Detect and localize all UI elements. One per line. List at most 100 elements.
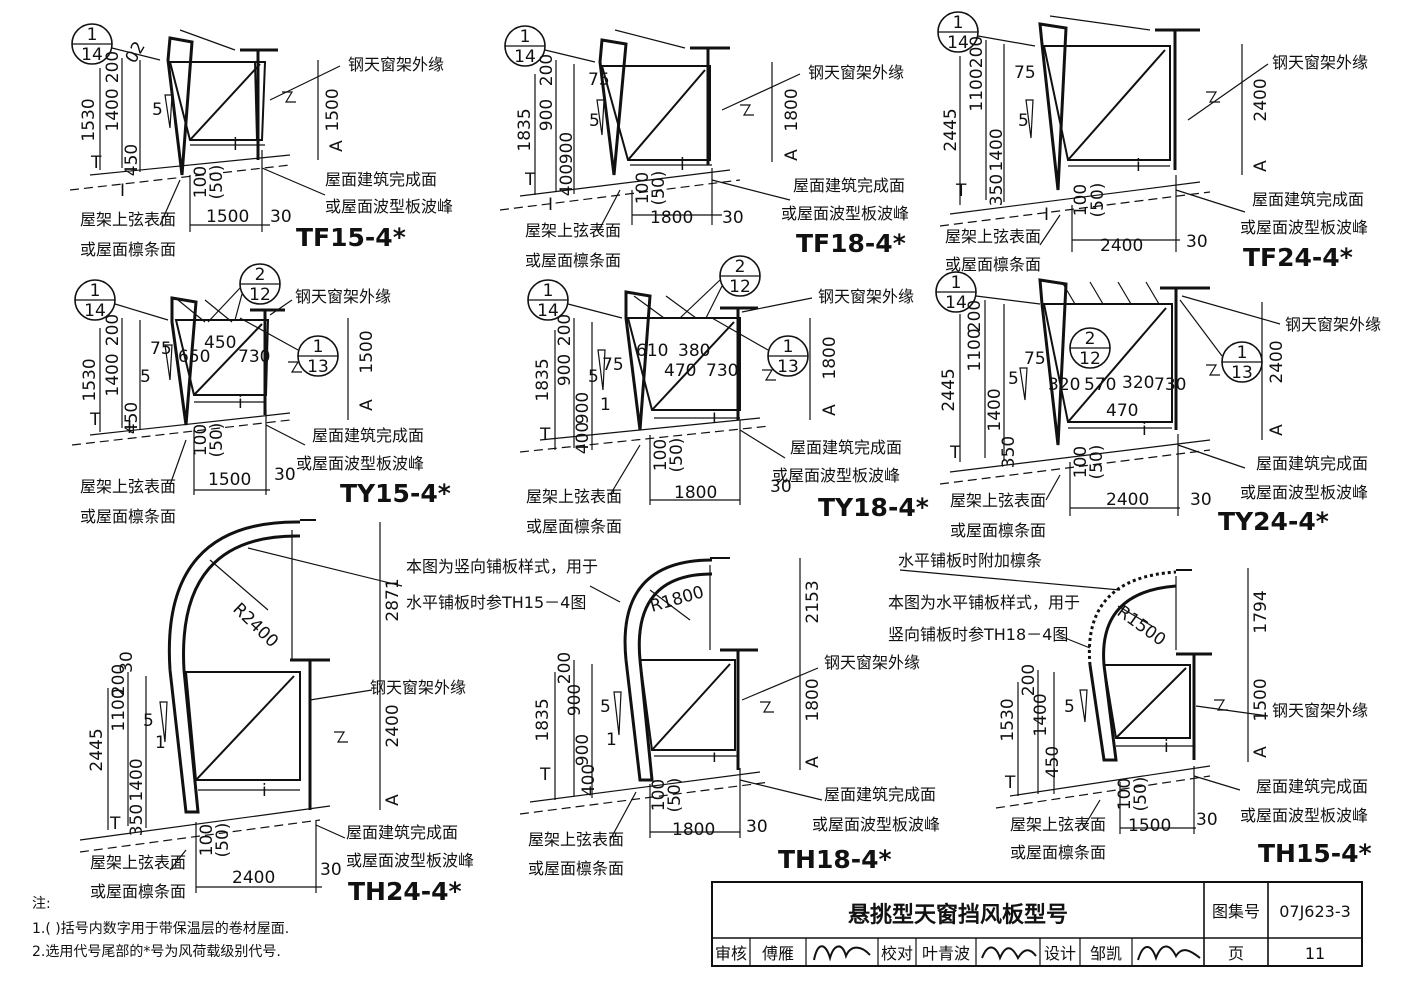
diagram-id: TF24-4* (1243, 243, 1353, 272)
dimension-text: 100 (197, 824, 217, 856)
dimension-text: (50) (665, 778, 685, 813)
dimension-text: 或屋面檩条面 (90, 882, 186, 901)
dimension-text: 1500 (1251, 678, 1271, 721)
dimension-text: I (1044, 205, 1049, 225)
dimension-text: 30 (270, 207, 292, 227)
ref-circle-1-14: 1 14 (504, 25, 546, 67)
dimension-text: 1500 (323, 88, 343, 131)
ref-circle-1-14: 1 14 (527, 279, 569, 321)
dimension-text: 14 (514, 47, 536, 67)
dimension-text: 2400 (1251, 78, 1271, 121)
dimension-text: 570 (1084, 375, 1116, 395)
dimension-text: 1835 (515, 108, 535, 151)
dimension-text: 14 (947, 33, 969, 53)
dimension-text: 屋架上弦表面 (80, 477, 176, 496)
dimension-text: 或屋面波型板波峰 (1240, 806, 1368, 825)
dimension-text: A (782, 149, 802, 161)
ref-circle-1-13: 1 13 (297, 335, 339, 377)
marker-i: i (712, 747, 717, 767)
dimension-text: 1 (953, 13, 964, 33)
dimension-text: 2 (255, 265, 266, 285)
reviewer-name: 傅雁 (762, 944, 794, 963)
diagram-th15: R1500 i 5 1530 200 1400 450 T 1794 1500 … (888, 551, 1372, 868)
dimension-text: 1 (543, 281, 554, 301)
dimension-text: 400 (579, 764, 599, 796)
title-block: 悬挑型天窗挡风板型号 图集号 07J623-3 审核 傅雁 校对 叶青波 设计 … (711, 881, 1363, 967)
dimension-text: 2445 (941, 108, 961, 151)
dimension-text: 100 (649, 779, 669, 811)
dimension-text: A (357, 399, 377, 411)
atlas-label: 图集号 (1212, 902, 1260, 921)
dimension-text: 钢天窗架外缘 (370, 678, 466, 697)
dimension-text: 450 (122, 144, 142, 176)
checker-signature (981, 946, 1037, 961)
dimension-text: 1400 (987, 128, 1007, 171)
ref-circle-1-14: 1 14 (937, 11, 979, 53)
dimension-text: 1 (155, 733, 166, 753)
dimension-text: 730 (238, 347, 270, 367)
dimension-text: (50) (207, 165, 227, 200)
diagram-id: TH15-4* (1258, 839, 1372, 868)
dimension-text: A (327, 140, 347, 152)
dimension-text: 或屋面檩条面 (526, 517, 622, 536)
note-item: 1.( )括号内数字用于带保温层的卷材屋面. (32, 921, 289, 937)
dimension-text: 5 (143, 711, 154, 731)
dimension-text: 1400 (985, 388, 1005, 431)
dimension-text: 13 (307, 357, 329, 377)
dimension-text: 470 (1106, 401, 1138, 421)
diagram-id: TF18-4* (796, 229, 906, 258)
dimension-text: 钢天窗架外缘 (824, 653, 920, 672)
dimension-text: T (90, 153, 102, 173)
dimension-text: 1 (606, 730, 617, 750)
dimension-text: T (539, 765, 551, 785)
dimension-text: 200 (967, 36, 987, 68)
dimension-text: 2400 (232, 868, 275, 888)
diagram-tf15: 1 14 i 5 1530 1400 200 450 02 T I 1500 A (69, 23, 453, 259)
dimension-text: 2400 (383, 704, 403, 747)
dimension-text: 1 (313, 337, 324, 357)
dimension-text: 屋面建筑完成面 (325, 170, 437, 189)
dimension-text: 1100 (109, 688, 129, 731)
dimension-text: 350 (127, 804, 147, 836)
dimension-text: 1530 (998, 698, 1018, 741)
dimension-text: 450 (1043, 746, 1063, 778)
dimension-text: 或屋面檩条面 (525, 251, 621, 270)
dimension-text: 75 (150, 339, 172, 359)
marker-i: i (680, 155, 685, 175)
dimension-text: 900 (573, 392, 593, 424)
dimension-text: 14 (537, 301, 559, 321)
dimension-text: 或屋面檩条面 (950, 521, 1046, 540)
dimension-text: 屋架上弦表面 (90, 853, 186, 872)
dimension-text: 钢天窗架外缘 (295, 287, 391, 306)
dimension-text: 30 (1186, 232, 1208, 252)
dimension-text: 或屋面波型板波峰 (1240, 483, 1368, 502)
dimension-text: 30 (274, 465, 296, 485)
dimension-text: 屋面建筑完成面 (312, 426, 424, 445)
dimension-text: 12 (729, 277, 751, 297)
dimension-text: 1500 (357, 330, 377, 373)
dimension-text: 或屋面波型板波峰 (296, 454, 424, 473)
dimension-text: 450 (122, 402, 142, 434)
dimension-text: 1800 (674, 483, 717, 503)
diagram-tf24: 1 14 i 5 2445 200 1100 1400 350 75 T I 2… (937, 11, 1368, 274)
dimension-text: 650 (178, 347, 210, 367)
marker-i: i (238, 393, 243, 413)
diagram-ty24: 1 14 2 12 1 13 i 5 2 (935, 271, 1381, 540)
dimension-text: (50) (213, 823, 233, 858)
dimension-text: A (820, 404, 840, 416)
dimension-text: 350 (987, 174, 1007, 206)
diagram-id: TY15-4* (340, 479, 451, 508)
dimension-text: 屋架上弦表面 (525, 221, 621, 240)
dimension-text: 5 (588, 367, 599, 387)
dimension-text: (50) (1131, 777, 1151, 812)
dimension-text: 100 (633, 172, 653, 204)
notes: 注: 1.( )括号内数字用于带保温层的卷材屋面. 2.选用代号尾部的*号为风荷… (32, 896, 289, 960)
ref-circle-2-12: 2 12 (719, 255, 761, 297)
dimension-text: 屋面建筑完成面 (346, 823, 458, 842)
dimension-text: 380 (678, 341, 710, 361)
dimension-text: 或屋面波型板波峰 (1240, 218, 1368, 237)
dimension-text: 30 (117, 651, 137, 673)
dimension-text: 75 (602, 355, 624, 375)
dimension-text: 2400 (1267, 340, 1287, 383)
designer-name: 邹凯 (1090, 944, 1122, 963)
